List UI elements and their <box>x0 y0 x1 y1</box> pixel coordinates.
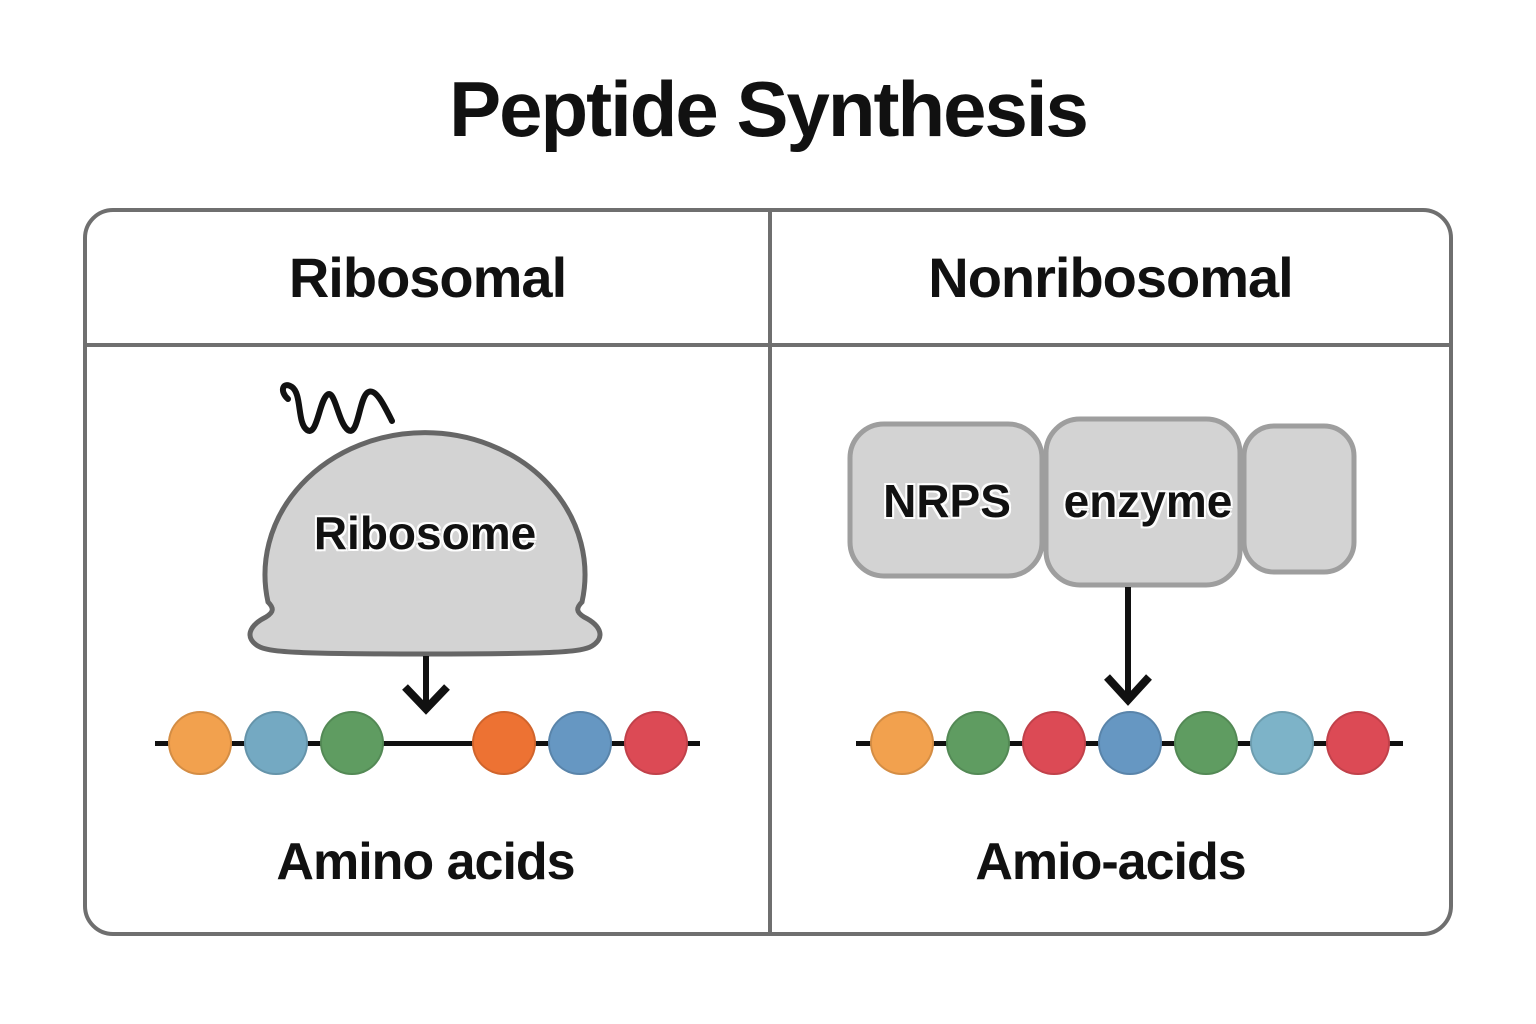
amino-acid-circle <box>1249 711 1314 775</box>
amino-acid-circle <box>623 711 688 775</box>
nrps-module-label: enzyme <box>1063 475 1233 527</box>
nrps-module-label: NRPS <box>883 475 1011 527</box>
column-header-nonribosomal: Nonribosomal <box>928 246 1293 309</box>
column-divider <box>768 212 772 932</box>
chain-gap <box>396 711 460 775</box>
chain-caption: Amino acids <box>276 833 575 891</box>
ribosome-label: Ribosome <box>313 507 537 559</box>
amino-acid-circle <box>167 711 232 775</box>
amino-acid-circle <box>319 711 384 775</box>
chain-caption: Amio-acids <box>975 833 1246 891</box>
column-header-ribosomal: Ribosomal <box>288 246 567 309</box>
amino-acid-circle <box>869 711 934 775</box>
amino-acid-circle <box>1325 711 1390 775</box>
amino-acid-chain <box>856 711 1403 775</box>
amino-acid-circle <box>471 711 536 775</box>
amino-acid-chain <box>155 711 700 775</box>
diagram-title: Peptide Synthesis <box>449 65 1089 153</box>
amino-acid-circle <box>1173 711 1238 775</box>
amino-acid-circle <box>1097 711 1162 775</box>
amino-acid-circle <box>1021 711 1086 775</box>
amino-acid-circle <box>945 711 1010 775</box>
amino-acid-circle <box>243 711 308 775</box>
amino-acid-circle <box>547 711 612 775</box>
comparison-table: Ribosomal Nonribosomal <box>83 208 1453 936</box>
